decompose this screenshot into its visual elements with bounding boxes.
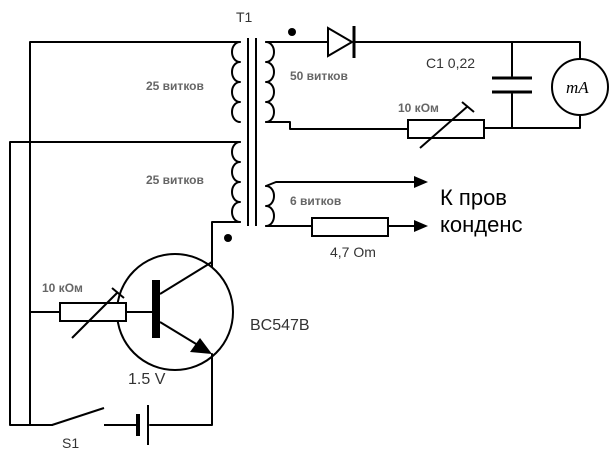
capacitor-c1 xyxy=(492,76,532,94)
primary-winding-lower-label: 25 витков xyxy=(146,173,204,187)
switch-lever xyxy=(51,407,105,426)
resistor-out-label: 4,7 Om xyxy=(330,244,376,260)
resistor-base-arrow xyxy=(71,291,119,339)
transformer-t1: T1 25 витков 25 витков 50 витков 6 витко… xyxy=(146,9,348,242)
output-label-line2: конденс xyxy=(440,212,522,237)
secondary-phase-dot xyxy=(288,28,296,36)
wire-emitter xyxy=(149,353,213,426)
resistor-base-label: 10 кОм xyxy=(42,281,83,295)
resistor-out-body xyxy=(311,217,389,237)
output-label-line1: К пров xyxy=(440,185,507,210)
diode-triangle xyxy=(327,26,354,58)
output-arrow-bottom xyxy=(414,220,428,232)
variable-resistor-base xyxy=(59,287,127,339)
resistor-top-label: 10 кОм xyxy=(398,101,439,115)
resistor-top-body xyxy=(407,119,485,139)
primary-winding-upper xyxy=(231,41,241,123)
secondary-winding-label: 50 витков xyxy=(290,69,348,83)
battery xyxy=(136,405,149,445)
transistor-base-bar xyxy=(152,280,160,338)
switch-s1 xyxy=(51,407,108,426)
primary-winding-lower xyxy=(231,141,241,223)
wire-feedback-top xyxy=(265,181,421,187)
primary-phase-dot xyxy=(224,234,232,242)
capacitor-label: C1 0,22 xyxy=(426,55,475,71)
battery-label: 1.5 V xyxy=(128,371,166,388)
output-arrow-top xyxy=(414,176,428,188)
milliammeter: mA xyxy=(551,58,609,116)
wire-secondary-bottom xyxy=(265,121,409,130)
transistor-collector xyxy=(159,261,213,295)
wire-primary-bottom xyxy=(211,221,241,271)
meter-label: mA xyxy=(566,78,589,97)
secondary-winding xyxy=(265,41,275,123)
resistor-top-arrow xyxy=(419,105,469,149)
transistor-label: BC547B xyxy=(250,317,310,334)
wire-center-tap xyxy=(9,141,241,426)
transformer-label: T1 xyxy=(236,9,253,25)
resistor-base-arrow-head xyxy=(111,287,125,299)
feedback-winding-label: 6 витков xyxy=(290,194,341,208)
switch-label: S1 xyxy=(62,435,79,451)
resistor-top-arrow-head xyxy=(461,101,475,113)
wire-primary-top xyxy=(29,41,241,426)
wire-meter-bottom xyxy=(483,114,581,129)
primary-winding-upper-label: 25 витков xyxy=(146,79,204,93)
feedback-winding xyxy=(265,185,275,227)
diode xyxy=(327,26,356,58)
transistor-emitter-arrow xyxy=(190,338,212,354)
